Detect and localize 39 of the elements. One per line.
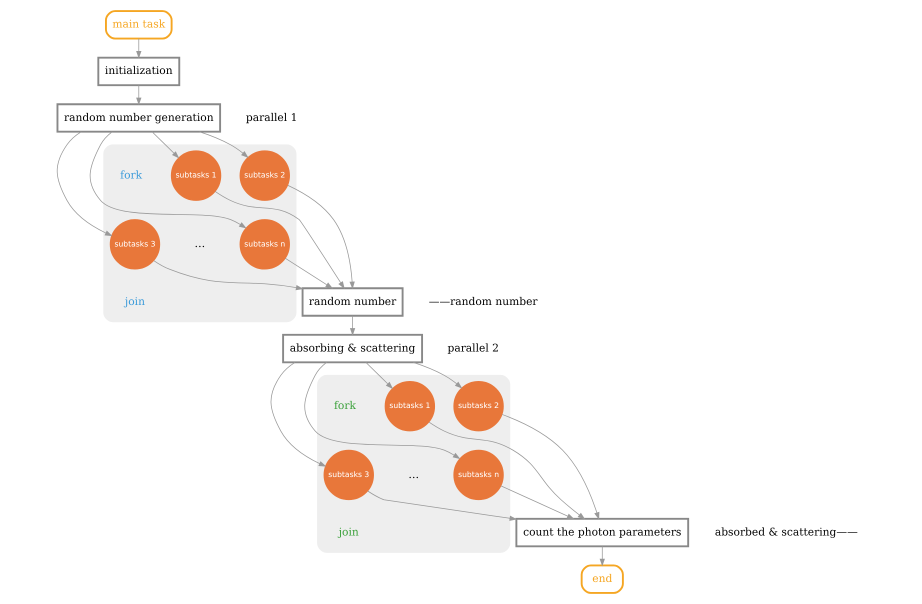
label: absorbed & scattering—— xyxy=(714,525,858,538)
arrow xyxy=(600,546,605,566)
arrow xyxy=(500,486,575,520)
arrow xyxy=(350,315,356,336)
label: fork xyxy=(334,399,356,412)
arrow xyxy=(136,38,142,59)
arrow xyxy=(284,258,334,289)
arrow xyxy=(152,131,180,158)
node-circle: subtasks 3 xyxy=(324,450,374,500)
arrow xyxy=(214,191,345,289)
label: join xyxy=(124,294,145,308)
node-box: count the photon parameters xyxy=(515,518,690,548)
node-box: absorbing & scattering xyxy=(282,334,424,364)
arrow xyxy=(90,131,247,229)
node-box: end xyxy=(580,564,624,594)
label: parallel 2 xyxy=(447,341,499,354)
arrow xyxy=(154,260,304,290)
arrow xyxy=(288,184,355,290)
label: … xyxy=(408,468,420,481)
label: ——random number xyxy=(428,294,538,308)
label: fork xyxy=(120,168,142,182)
arrow xyxy=(56,131,113,236)
label: … xyxy=(194,237,206,250)
arrow xyxy=(428,422,586,520)
arrow xyxy=(270,362,326,467)
arrow xyxy=(368,490,518,521)
arrow xyxy=(502,414,600,520)
arrow xyxy=(304,362,460,460)
node-circle: subtasks 3 xyxy=(110,219,160,270)
node-box: random number generation xyxy=(56,103,222,133)
arrow xyxy=(365,362,394,390)
label: join xyxy=(338,525,359,538)
arrow xyxy=(136,84,142,106)
arrow xyxy=(199,131,249,158)
node-box: random number xyxy=(302,287,404,317)
arrow xyxy=(412,362,462,389)
node-box: main task xyxy=(105,10,173,40)
node-box: initialization xyxy=(97,56,180,86)
label: parallel 1 xyxy=(246,110,298,124)
